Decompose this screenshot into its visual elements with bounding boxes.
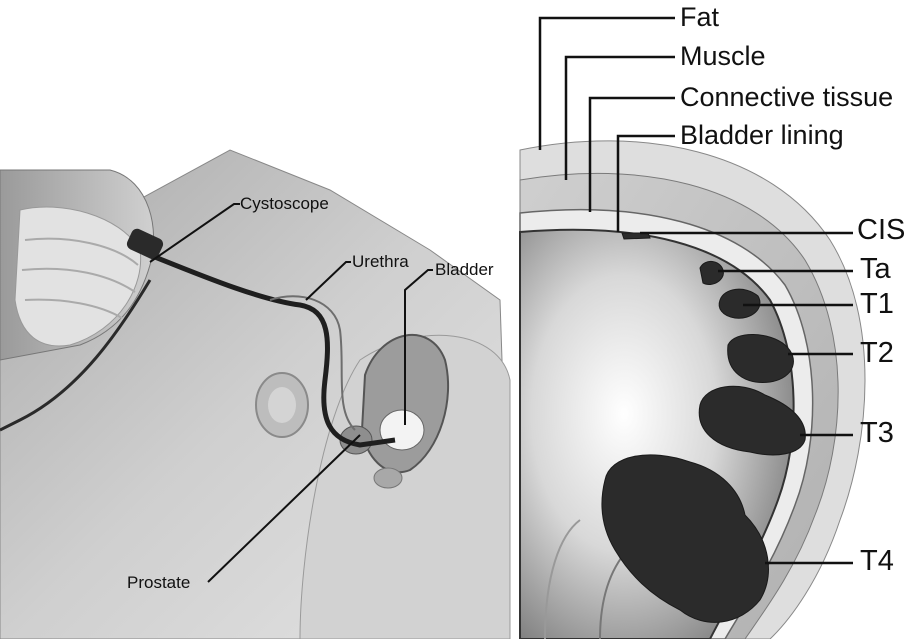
bladder-label: Bladder [435,260,494,280]
fat-label: Fat [680,2,719,33]
urethra-label: Urethra [352,252,409,272]
tumor-t1 [719,289,760,318]
cystoscopy-illustration [0,150,510,639]
stage-t2-label: T2 [860,337,894,370]
connective-tissue-label: Connective tissue [680,82,893,113]
cystoscope-label: Cystoscope [240,194,329,214]
stage-t3-label: T3 [860,417,894,450]
stage-cis-label: CIS [857,214,905,247]
bladder-lining-label: Bladder lining [680,120,844,151]
stage-ta-label: Ta [860,253,891,286]
stage-t1-label: T1 [860,288,894,321]
rectum-shape [374,468,402,488]
muscle-label: Muscle [680,41,766,72]
prostate-label: Prostate [127,573,190,593]
stage-t4-label: T4 [860,545,894,578]
